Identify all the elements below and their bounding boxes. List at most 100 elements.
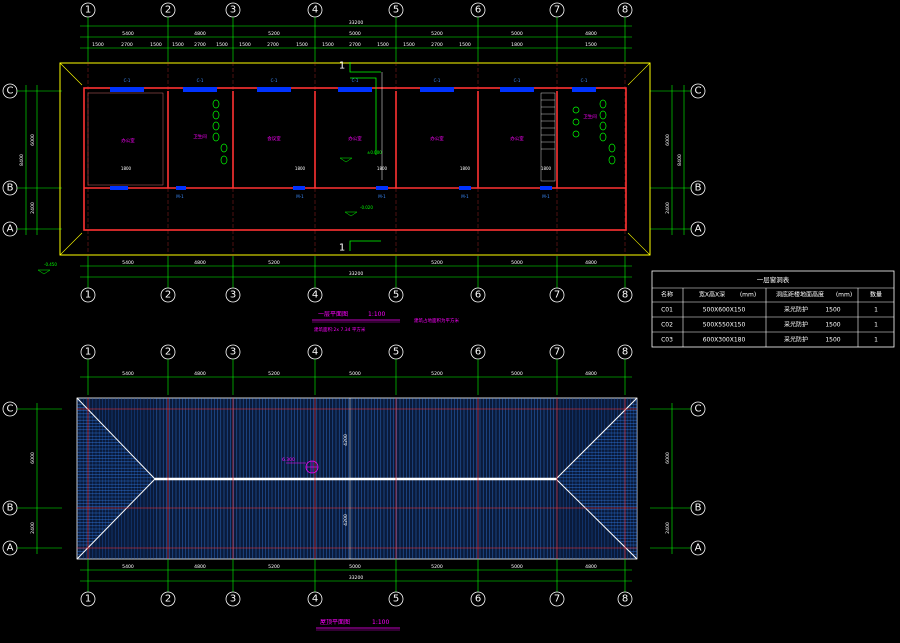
roof-axis-label-8-b: 8 (622, 594, 628, 605)
axis-label-8-b: 8 (622, 290, 628, 301)
axis-bubble-A-right[interactable]: A (690, 221, 706, 237)
axis-bubble-4-b[interactable]: 4 (307, 287, 323, 303)
roof-axis-bubble-4[interactable]: 4 (307, 344, 323, 360)
roof-axis-bubble-A[interactable]: A (2, 540, 18, 556)
window[interactable] (376, 186, 388, 190)
axis-bubble-C[interactable]: C (2, 83, 18, 99)
bay-dim: 5000 (511, 371, 523, 377)
axis-label-A: A (7, 224, 14, 235)
window[interactable] (459, 186, 471, 190)
bay-dim: 5200 (431, 371, 443, 377)
window[interactable] (176, 186, 186, 190)
internal-dim: 1800 (295, 166, 306, 171)
window[interactable] (110, 186, 128, 190)
floor-bay-dims-top: 5400 4800 5200 5000 5200 5000 4800 (122, 31, 597, 37)
axis-bubble-B[interactable]: B (2, 180, 18, 196)
roof-axis-label-2: 2 (165, 347, 171, 358)
roof-plan-left-axes: C B A (2, 401, 18, 556)
bay-dim: 5200 (431, 564, 443, 570)
window[interactable] (540, 186, 552, 190)
detail-dim: 1500 (403, 42, 415, 48)
roof-axis-label-3-b: 3 (230, 594, 236, 605)
floor-windows (110, 87, 596, 190)
roof-axis-bubble-C[interactable]: C (2, 401, 18, 417)
axis-bubble-6-b[interactable]: 6 (470, 287, 486, 303)
roof-axis-label-1-b: 1 (85, 594, 91, 605)
axis-bubble-2[interactable]: 2 (160, 2, 176, 18)
detail-dim: 1500 (216, 42, 228, 48)
window[interactable] (500, 87, 534, 92)
axis-bubble-3-b[interactable]: 3 (225, 287, 241, 303)
bay-dim: 5200 (431, 260, 443, 266)
window[interactable] (110, 87, 144, 92)
roof-axis-bubble-4-b[interactable]: 4 (307, 591, 323, 607)
roof-axis-bubble-8[interactable]: 8 (617, 344, 633, 360)
roof-axis-bubble-5-b[interactable]: 5 (388, 591, 404, 607)
axis-bubble-6[interactable]: 6 (470, 2, 486, 18)
window[interactable] (257, 87, 291, 92)
axis-bubble-5-b[interactable]: 5 (388, 287, 404, 303)
roof-axis-bubble-A-right[interactable]: A (690, 540, 706, 556)
roof-axis-bubble-3-b[interactable]: 3 (225, 591, 241, 607)
floor-plan-title: 一层平面图 (318, 311, 348, 318)
roof-axis-label-B: B (7, 503, 14, 514)
bay-dim: 4800 (585, 371, 597, 377)
roof-axis-bubble-7-b[interactable]: 7 (549, 591, 565, 607)
roof-axis-bubble-6[interactable]: 6 (470, 344, 486, 360)
axis-label-8: 8 (622, 5, 628, 16)
axis-bubble-5[interactable]: 5 (388, 2, 404, 18)
window[interactable] (183, 87, 217, 92)
roof-left-dims (17, 403, 62, 554)
eave-outline (59, 62, 651, 256)
window[interactable] (572, 87, 596, 92)
roof-axis-bubble-7[interactable]: 7 (549, 344, 565, 360)
axis-bubble-1[interactable]: 1 (80, 2, 96, 18)
floor-plan: 1 2 3 4 5 6 7 8 33200 5400 4800 5200 500… (2, 2, 706, 333)
axis-bubble-4[interactable]: 4 (307, 2, 323, 18)
schedule-header: (mm) (836, 292, 852, 299)
window[interactable] (293, 186, 305, 190)
axis-bubble-A[interactable]: A (2, 221, 18, 237)
floor-depth-dim-left-2: 2400 (30, 202, 36, 214)
floor-depth-dim-right-1: 6000 (665, 134, 671, 146)
axis-label-4: 4 (312, 5, 318, 16)
roof-axis-bubble-8-b[interactable]: 8 (617, 591, 633, 607)
room-label: 卫生间 (193, 133, 207, 140)
roof-axis-bubble-B-right[interactable]: B (690, 500, 706, 516)
bay-dim: 5400 (122, 31, 134, 37)
window[interactable] (420, 87, 454, 92)
axis-bubble-B-right[interactable]: B (690, 180, 706, 196)
axis-bubble-2-b[interactable]: 2 (160, 287, 176, 303)
roof-axis-label-4: 4 (312, 347, 318, 358)
table-cell: 1500 (825, 307, 840, 314)
axis-bubble-3[interactable]: 3 (225, 2, 241, 18)
roof-axis-bubble-1-b[interactable]: 1 (80, 591, 96, 607)
roof-axis-bubble-2-b[interactable]: 2 (160, 591, 176, 607)
window[interactable] (338, 87, 372, 92)
door-tag: M-1 (176, 194, 184, 199)
roof-total-dim-bottom: 33200 (349, 575, 364, 581)
door-tag: M-1 (378, 194, 386, 199)
axis-bubble-7[interactable]: 7 (549, 2, 565, 18)
axis-bubble-7-b[interactable]: 7 (549, 287, 565, 303)
axis-bubble-C-right[interactable]: C (690, 83, 706, 99)
floor-plan-right-axes: C B A (690, 83, 706, 237)
roof-axis-bubble-3[interactable]: 3 (225, 344, 241, 360)
internal-dim: 1800 (541, 166, 552, 171)
axis-label-3: 3 (230, 5, 236, 16)
roof-depth-dim-right-1: 6000 (665, 452, 671, 464)
roof-axis-bubble-2[interactable]: 2 (160, 344, 176, 360)
axis-bubble-1-b[interactable]: 1 (80, 287, 96, 303)
axis-bubble-8[interactable]: 8 (617, 2, 633, 18)
axis-bubble-8-b[interactable]: 8 (617, 287, 633, 303)
roof-axis-bubble-5[interactable]: 5 (388, 344, 404, 360)
bay-dim: 4800 (194, 371, 206, 377)
roof-axis-bubble-C-right[interactable]: C (690, 401, 706, 417)
roof-axis-bubble-1[interactable]: 1 (80, 344, 96, 360)
table-cell: 1500 (825, 322, 840, 329)
level-mark: ±0.000 (367, 150, 382, 155)
roof-axis-bubble-B[interactable]: B (2, 500, 18, 516)
roof-axis-bubble-6-b[interactable]: 6 (470, 591, 486, 607)
roof-surface (76, 397, 638, 560)
